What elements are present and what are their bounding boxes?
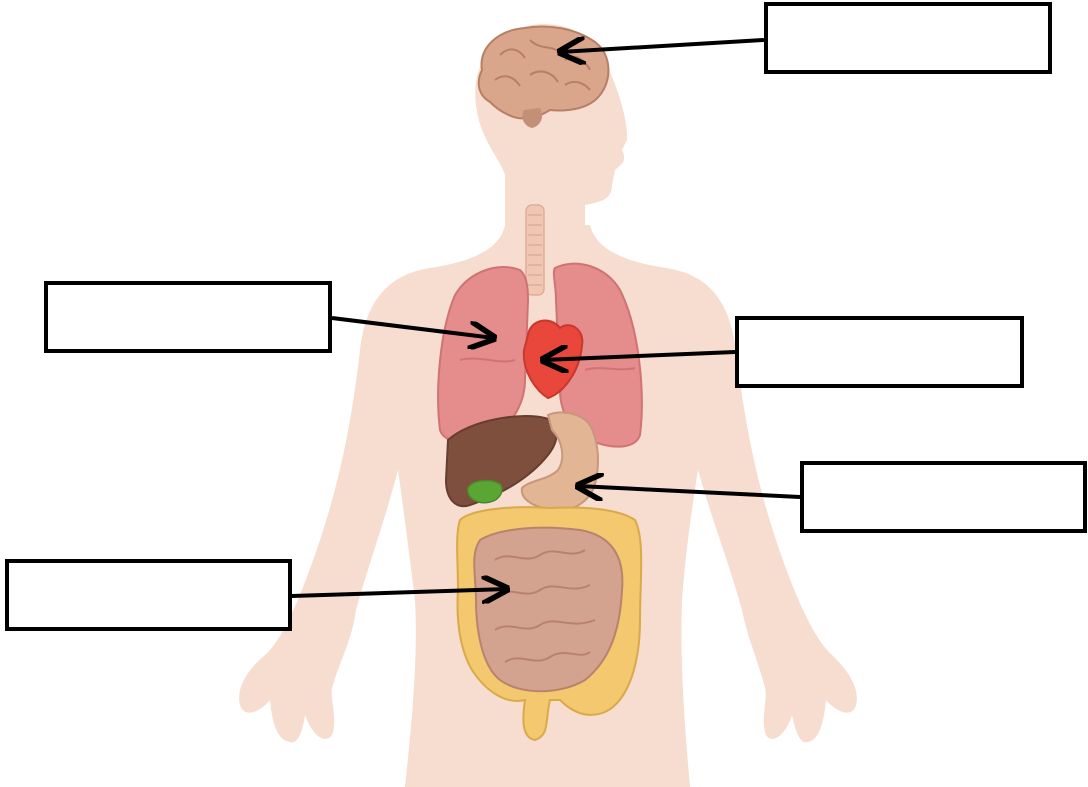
trachea-organ xyxy=(526,205,544,295)
lungs-label-box[interactable] xyxy=(44,281,332,353)
heart-label-box[interactable] xyxy=(735,316,1024,388)
intestines-label-box[interactable] xyxy=(5,559,292,631)
gallbladder-organ xyxy=(468,481,502,503)
stomach-label-box[interactable] xyxy=(800,461,1087,533)
brain-label-box[interactable] xyxy=(764,2,1052,74)
